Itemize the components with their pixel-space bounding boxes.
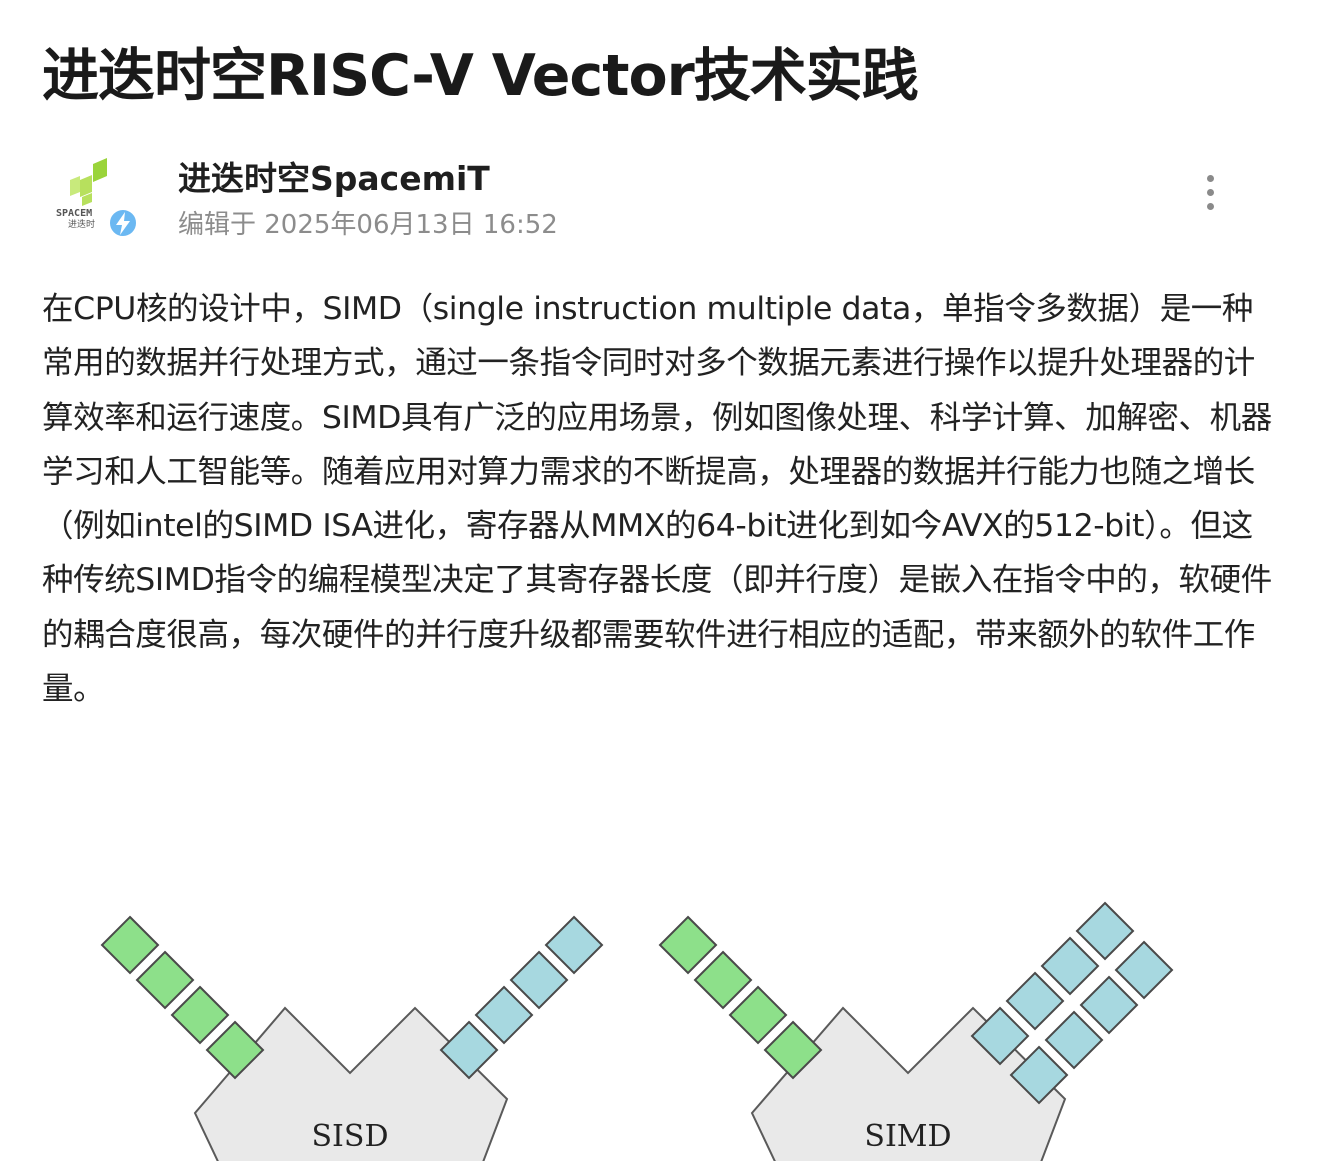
output-data-block bbox=[1005, 971, 1065, 1031]
output-data-block bbox=[509, 950, 569, 1010]
output-data-block bbox=[1079, 975, 1139, 1035]
input-data-block bbox=[170, 985, 230, 1045]
output-data-block bbox=[544, 915, 604, 975]
output-data-block bbox=[1044, 1010, 1104, 1070]
input-data-block bbox=[728, 985, 788, 1045]
sisd-simd-diagram: SISD SIMD bbox=[0, 880, 1325, 1165]
output-data-block bbox=[1114, 940, 1174, 1000]
author-name[interactable]: 进迭时空SpacemiT bbox=[178, 159, 490, 198]
output-data-block bbox=[1040, 936, 1100, 996]
edit-timestamp: 编辑于 2025年06月13日 16:52 bbox=[178, 210, 558, 240]
author-bar: SPACEM 进迭时 进迭时空SpacemiT 编辑于 2025年06月13日 … bbox=[52, 150, 1282, 245]
input-data-block bbox=[763, 1020, 823, 1080]
input-data-block bbox=[658, 915, 718, 975]
avatar-brand-cn-text: 进迭时 bbox=[68, 218, 95, 230]
lightning-badge-icon bbox=[116, 212, 130, 235]
more-options-button[interactable] bbox=[1192, 172, 1228, 212]
avatar-brand-text: SPACEM bbox=[56, 208, 92, 219]
output-data-block bbox=[970, 1006, 1030, 1066]
output-data-block bbox=[439, 1020, 499, 1080]
sisd-label: SISD bbox=[311, 1119, 388, 1154]
output-data-block bbox=[1009, 1045, 1069, 1105]
input-data-block bbox=[205, 1020, 265, 1080]
article-title: 进迭时空RISC-V Vector技术实践 bbox=[42, 43, 919, 109]
avatar[interactable]: SPACEM 进迭时 bbox=[52, 150, 142, 240]
more-vertical-icon bbox=[1207, 175, 1214, 182]
article-paragraph: 在CPU核的设计中，SIMD（single instruction multip… bbox=[42, 291, 1272, 708]
input-data-block bbox=[100, 915, 160, 975]
sisd-diagram: SISD bbox=[100, 915, 604, 1165]
output-data-block bbox=[474, 985, 534, 1045]
simd-diagram: SIMD bbox=[658, 901, 1174, 1165]
output-data-block bbox=[1075, 901, 1135, 961]
input-data-block bbox=[693, 950, 753, 1010]
input-data-block bbox=[135, 950, 195, 1010]
simd-label: SIMD bbox=[864, 1119, 951, 1154]
spacemit-logo-icon: SPACEM 进迭时 bbox=[56, 158, 138, 238]
